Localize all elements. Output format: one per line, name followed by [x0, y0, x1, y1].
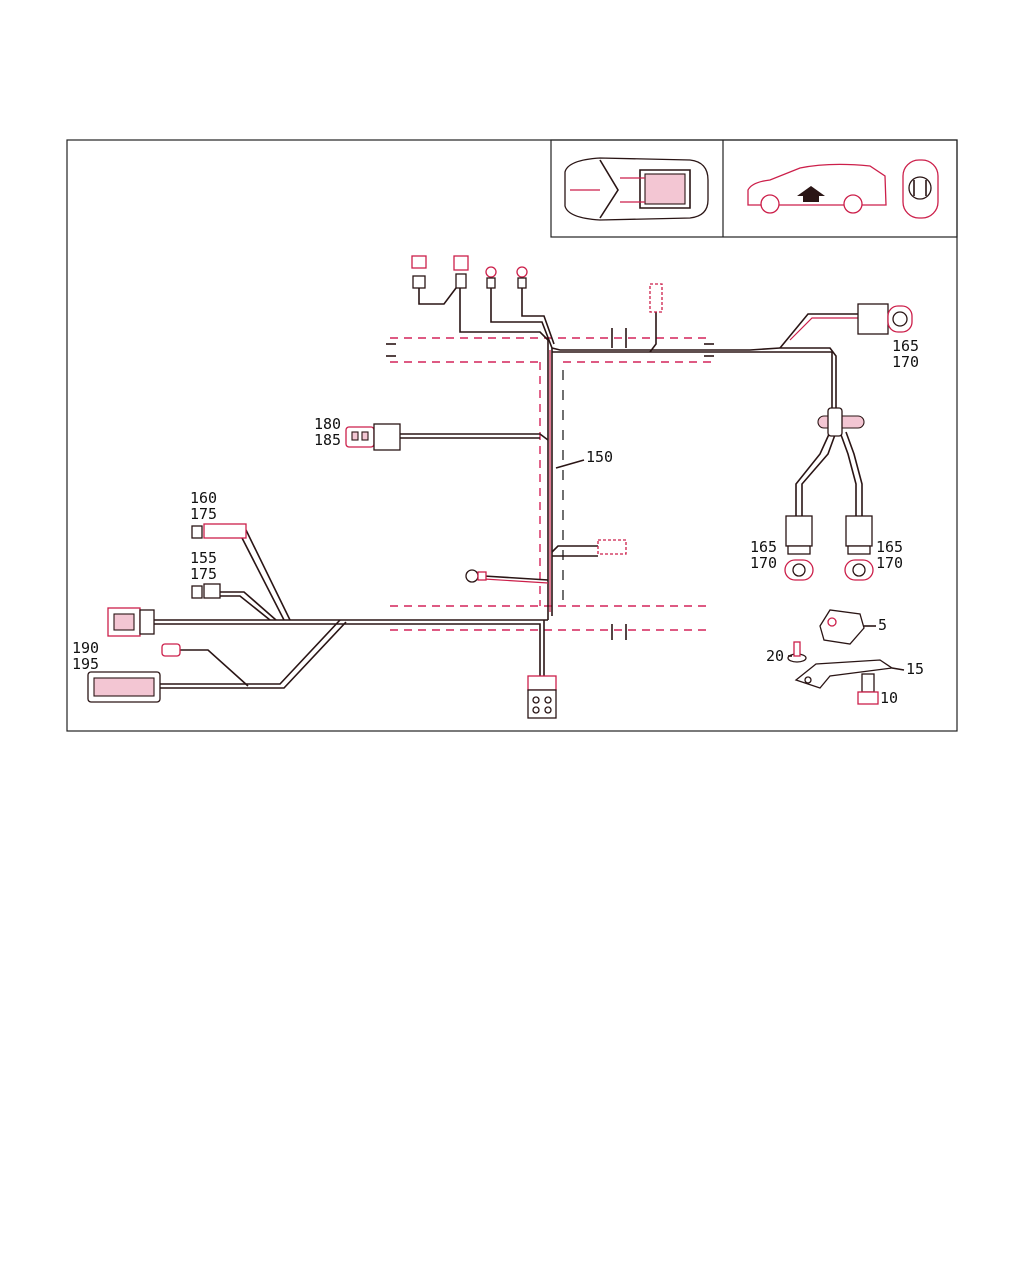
callout-185: 185	[314, 431, 341, 449]
car-top-view-icon	[564, 157, 709, 221]
connector-180-185	[345, 423, 401, 451]
sensor-165-left	[784, 515, 814, 581]
callout-155: 155	[190, 549, 217, 567]
sensor-165-right	[844, 515, 874, 581]
body-outline	[386, 328, 714, 640]
callout-195: 195	[72, 655, 99, 673]
ring-terminal-2	[516, 266, 528, 289]
callout-165-top-a: 165	[892, 337, 919, 355]
sensor-connector-top	[857, 303, 913, 335]
bolt-part-20	[787, 641, 807, 663]
connector-right-tee	[597, 539, 627, 555]
harness-150	[150, 286, 863, 689]
diagram-frame	[66, 139, 958, 732]
callout-15: 15	[906, 660, 924, 678]
callout-150: 150	[586, 448, 613, 466]
sensor-connector-icon	[902, 159, 939, 219]
connector-155-175	[191, 583, 221, 599]
bracket-part-15	[794, 659, 894, 689]
location-inset	[550, 139, 958, 238]
fuse-connector-top	[649, 283, 663, 313]
connector-160-175	[191, 523, 247, 539]
callout-165-right-a: 165	[876, 538, 903, 556]
arrow-up-icon	[797, 186, 825, 202]
callout-170-left-b: 170	[750, 554, 777, 572]
top-connector-2	[453, 255, 469, 289]
connector-bottom	[527, 675, 557, 719]
car-side-view-icon	[747, 163, 887, 214]
ring-terminal-3	[465, 569, 487, 583]
callout-20: 20	[766, 647, 784, 665]
ring-terminal-1	[485, 266, 497, 289]
leader-lines	[555, 459, 905, 671]
callout-5: 5	[878, 616, 887, 634]
callout-190: 190	[72, 639, 99, 657]
top-connector-1	[411, 255, 427, 289]
y-splitter	[817, 407, 865, 437]
bolt-part-10	[857, 673, 879, 705]
connector-190-195	[87, 643, 181, 703]
callout-180: 180	[314, 415, 341, 433]
callout-10: 10	[880, 689, 898, 707]
callout-160: 160	[190, 489, 217, 507]
callout-170-right-b: 170	[876, 554, 903, 572]
callout-175-b: 175	[190, 565, 217, 583]
sensor-part-5	[819, 609, 865, 645]
callout-170-top-b: 170	[892, 353, 919, 371]
callout-175-a: 175	[190, 505, 217, 523]
connector-left-block	[107, 607, 155, 637]
callout-165-left-a: 165	[750, 538, 777, 556]
